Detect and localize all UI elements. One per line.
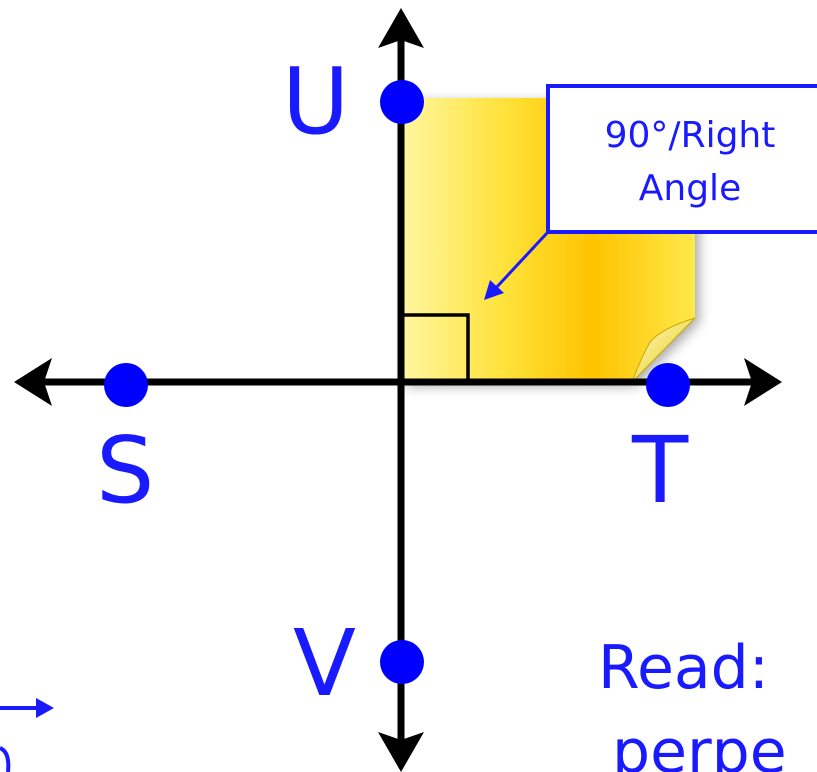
arrowhead-right-icon: [744, 358, 782, 406]
callout-line-1: 90°/Right: [605, 115, 776, 156]
page-curl-icon: [631, 317, 696, 383]
label-u: U: [282, 48, 349, 155]
arrowhead-down-icon: [378, 732, 424, 772]
arrowhead-left-icon: [14, 358, 52, 406]
point-u: [380, 80, 424, 124]
label-v: V: [293, 610, 356, 717]
arrow-right-icon: [36, 698, 54, 718]
right-angle-marker-icon: [404, 313, 470, 380]
read-label: Read:: [598, 633, 769, 703]
callout-line-2: Angle: [639, 168, 741, 209]
label-t: T: [631, 417, 689, 524]
partial-arrow-notation: [0, 698, 54, 772]
point-v: [380, 640, 424, 684]
point-t: [646, 363, 690, 407]
label-s: S: [96, 417, 154, 524]
line-uv: [378, 8, 424, 772]
right-angle-callout: 90°/Right Angle: [484, 84, 817, 300]
arrowhead-up-icon: [378, 8, 424, 48]
point-s: [104, 363, 148, 407]
read-statement: perpe: [612, 717, 787, 772]
callout-pointer-icon: [484, 280, 504, 300]
